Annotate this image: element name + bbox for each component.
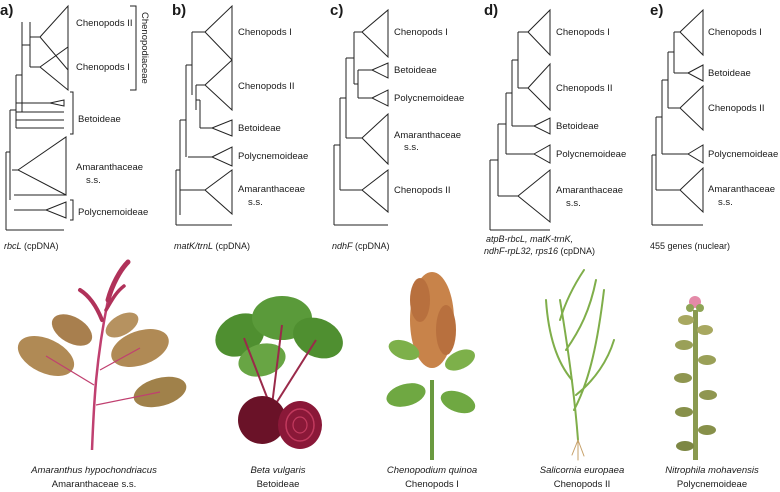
panel-d-caption-line2: ndhF-rpL32, rps16 (cpDNA) <box>484 246 595 256</box>
clade-label: Chenopods I <box>556 27 610 38</box>
clade-label: Polycnemoideae <box>394 93 464 104</box>
panel-b-tree <box>175 4 233 226</box>
panel-a-letter: a) <box>0 2 13 19</box>
panel-c-caption: ndhF (cpDNA) <box>332 241 390 251</box>
clade-label: Chenopods II <box>556 83 613 94</box>
amaranthus-illustration <box>17 259 187 451</box>
species-name: Beta vulgaris <box>251 465 306 476</box>
clade-label: Betoideae <box>556 121 599 132</box>
clade-label: Betoideae <box>78 114 121 125</box>
panel-c-tree <box>333 8 389 226</box>
panel-d: d) Chenopods I Chenopods II Betoideae <box>484 2 626 256</box>
plant-group: Betoideae <box>257 479 300 490</box>
clade-label: s.s. <box>404 142 419 153</box>
clade-label: Amaranthaceae <box>394 130 461 141</box>
clade-label: Polycnemoideae <box>78 207 148 218</box>
clade-label: Chenopods I <box>394 27 448 38</box>
clade-label: s.s. <box>566 198 581 209</box>
clade-label: Betoideae <box>394 65 437 76</box>
species-name: Nitrophila mohavensis <box>665 465 759 476</box>
species-name: Amaranthus hypochondriacus <box>30 465 157 476</box>
panel-b: b) Chenopods I Chenopods II Bet <box>172 2 308 251</box>
clade-label: Amaranthaceae <box>556 185 623 196</box>
nitrophila-illustration <box>674 296 717 460</box>
panel-b-letter: b) <box>172 2 186 19</box>
plant-group: Polycnemoideae <box>677 479 747 490</box>
clade-label: Chenopods II <box>708 103 765 114</box>
plant-group: Chenopods I <box>405 479 459 490</box>
panel-e-caption: 455 genes (nuclear) <box>650 241 730 251</box>
family-label: Chenopodiaceae <box>139 12 150 84</box>
clade-label: Chenopods II <box>394 185 451 196</box>
clade-label: Betoideae <box>238 123 281 134</box>
quinoa-illustration <box>386 272 476 460</box>
clade-label: Amaranthaceae <box>238 184 305 195</box>
clade-label: Betoideae <box>708 68 751 79</box>
species-name: Salicornia europaea <box>540 465 625 476</box>
clade-label: Chenopods I <box>238 27 292 38</box>
clade-label: Polycnemoideae <box>556 149 626 160</box>
panel-d-tree <box>489 8 551 231</box>
panel-a-caption: rbcL (cpDNA) <box>4 241 59 251</box>
clade-label: Polycnemoideae <box>238 151 308 162</box>
clade-label: Polycnemoideae <box>708 149 778 160</box>
plant-group: Chenopods II <box>554 479 611 490</box>
panel-a: a) <box>0 2 150 251</box>
panel-e-tree <box>651 8 704 226</box>
beet-illustration <box>215 296 343 449</box>
panel-c-letter: c) <box>330 2 343 19</box>
panel-b-caption: matK/trnL (cpDNA) <box>174 241 250 251</box>
clade-label: Chenopods I <box>708 27 762 38</box>
panel-c: c) Chenopods I Betoideae Polycnemoidea <box>330 2 464 251</box>
clade-label: s.s. <box>718 197 733 208</box>
clade-label: s.s. <box>86 175 101 186</box>
clade-triangle <box>39 4 69 72</box>
panel-d-letter: d) <box>484 2 498 19</box>
clade-label: Chenopods I <box>76 62 130 73</box>
clade-label: s.s. <box>248 197 263 208</box>
panel-e-letter: e) <box>650 2 663 19</box>
clade-label: Amaranthaceae <box>76 162 143 173</box>
clade-triangle <box>39 46 69 92</box>
clade-label: Chenopods II <box>76 18 133 29</box>
salicornia-illustration <box>545 269 615 461</box>
panel-a-tree <box>5 4 137 231</box>
plant-group: Amaranthaceae s.s. <box>52 479 137 490</box>
clade-label: Chenopods II <box>238 81 295 92</box>
panel-d-caption-line1: atpB-rbcL, matK-trnK, <box>486 234 573 244</box>
panel-e: e) Chenopods I Betoideae Chenopods II <box>650 2 778 251</box>
clade-label: Amaranthaceae <box>708 184 775 195</box>
species-name: Chenopodium quinoa <box>387 465 477 476</box>
